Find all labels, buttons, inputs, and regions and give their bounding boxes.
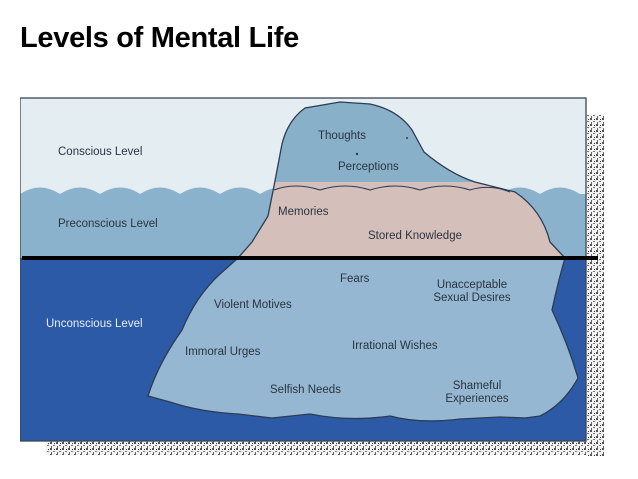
tip-dot (356, 153, 358, 155)
iceberg-diagram: Conscious Level Preconscious Level Uncon… (20, 82, 618, 472)
unacceptable-sexual-desires-line-2: Sexual Desires (424, 292, 520, 305)
memories-label: Memories (278, 206, 328, 218)
preconscious-level-label: Preconscious Level (58, 218, 158, 230)
frame-shadow-bottom (46, 441, 604, 455)
shameful-experiences-label: Shameful Experiences (434, 380, 520, 406)
selfish-needs-label: Selfish Needs (270, 384, 341, 396)
thoughts-label: Thoughts (318, 130, 366, 142)
unconscious-level-label: Unconscious Level (46, 318, 143, 330)
tip-dot-2 (406, 137, 408, 139)
immoral-urges-label: Immoral Urges (185, 346, 260, 358)
stored-knowledge-label: Stored Knowledge (368, 230, 462, 242)
perceptions-label: Perceptions (338, 161, 399, 173)
shameful-experiences-line-2: Experiences (434, 393, 520, 406)
shameful-experiences-line-1: Shameful (434, 380, 520, 393)
frame-shadow-right (586, 114, 604, 456)
unacceptable-sexual-desires-label: Unacceptable Sexual Desires (424, 279, 520, 305)
irrational-wishes-label: Irrational Wishes (352, 340, 438, 352)
violent-motives-label: Violent Motives (214, 299, 292, 311)
fears-label: Fears (340, 273, 369, 285)
page-title: Levels of Mental Life (20, 22, 299, 55)
unacceptable-sexual-desires-line-1: Unacceptable (424, 279, 520, 292)
conscious-level-label: Conscious Level (58, 146, 142, 158)
